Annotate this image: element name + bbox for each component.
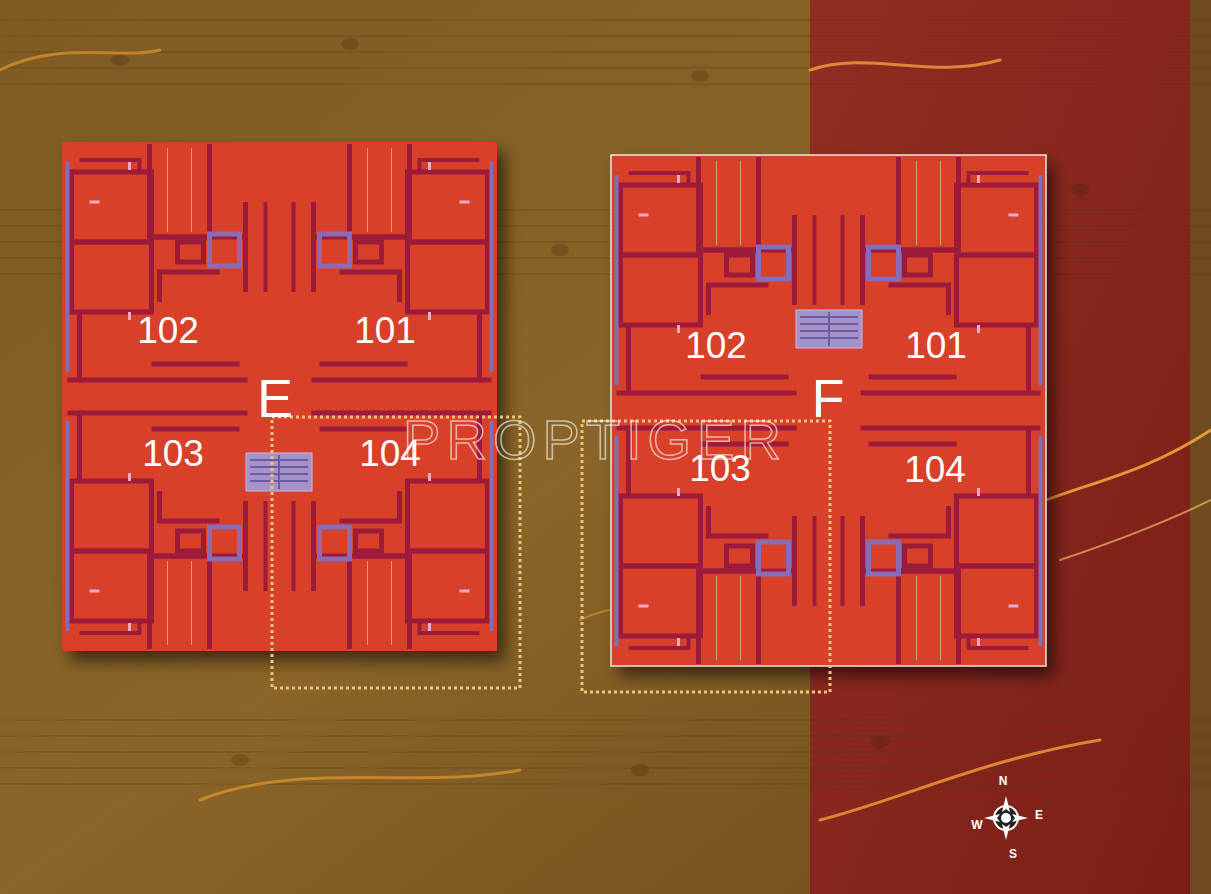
- building-name: F: [812, 371, 845, 425]
- compass-letter: E: [1035, 809, 1043, 821]
- flat-number: 101: [905, 327, 967, 364]
- building-block: F: [611, 155, 1046, 666]
- compass-letter: S: [1009, 848, 1017, 860]
- compass-letter: N: [999, 775, 1008, 787]
- compass-letter: W: [971, 819, 982, 831]
- building-name: E: [257, 371, 293, 425]
- watermark: PROPTIGER: [403, 412, 787, 468]
- flat-number: 102: [137, 312, 199, 349]
- flat-number: 104: [904, 451, 966, 488]
- flat-number: 101: [354, 312, 416, 349]
- flat-number: 103: [142, 435, 204, 472]
- building-block: E: [62, 142, 497, 651]
- flat-number: 102: [685, 327, 747, 364]
